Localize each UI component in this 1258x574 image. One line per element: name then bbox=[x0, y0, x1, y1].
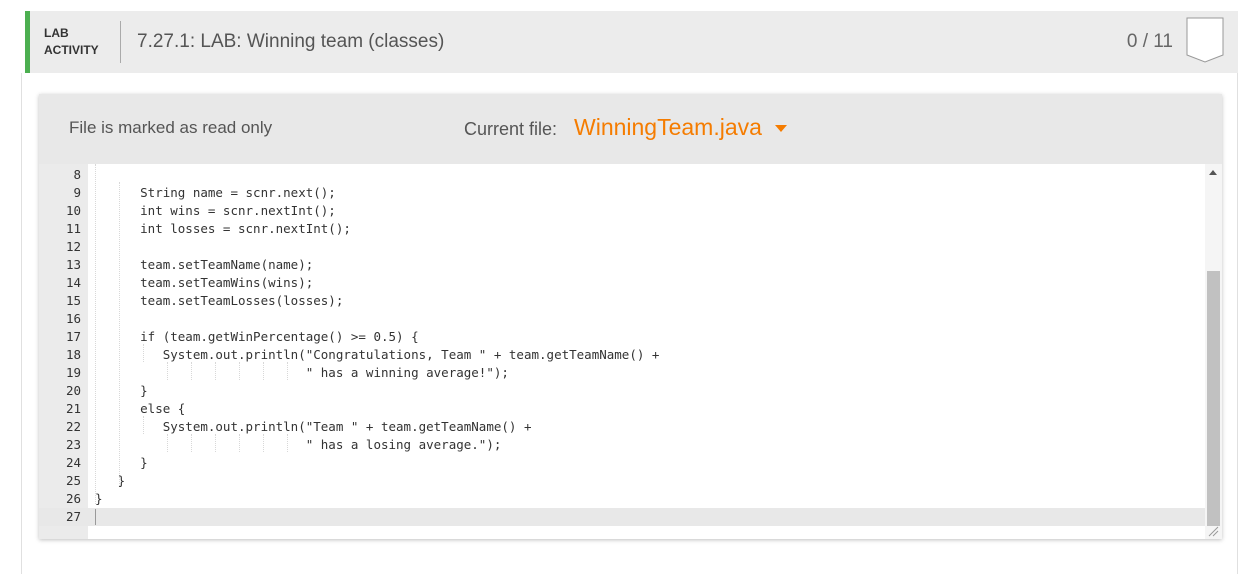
editor-toolbar: File is marked as read only Current file… bbox=[39, 94, 1222, 164]
chevron-down-icon[interactable] bbox=[775, 125, 787, 132]
indent-guide bbox=[287, 434, 288, 452]
indent-guide bbox=[263, 362, 264, 380]
line-number: 19 bbox=[65, 365, 81, 380]
code-text: team.setTeamName(name); bbox=[95, 257, 314, 272]
code-line[interactable]: 16 bbox=[39, 310, 1205, 328]
indent-guide bbox=[143, 416, 144, 434]
scroll-up-arrow-icon[interactable] bbox=[1209, 170, 1217, 175]
code-line[interactable]: 9 String name = scnr.next(); bbox=[39, 184, 1205, 202]
lab-activity-header: LAB ACTIVITY 7.27.1: LAB: Winning team (… bbox=[25, 11, 1238, 73]
code-line[interactable]: 20 } bbox=[39, 382, 1205, 400]
line-number: 15 bbox=[65, 293, 81, 308]
code-line[interactable]: 10 int wins = scnr.nextInt(); bbox=[39, 202, 1205, 220]
code-line[interactable]: 8 bbox=[39, 166, 1205, 184]
line-number: 21 bbox=[65, 401, 81, 416]
line-number: 16 bbox=[65, 311, 81, 326]
code-text: System.out.println("Team " + team.getTea… bbox=[95, 419, 532, 434]
indent-guide bbox=[167, 362, 168, 380]
code-line[interactable]: 21 else { bbox=[39, 400, 1205, 418]
indent-guide bbox=[239, 362, 240, 380]
code-line[interactable]: 27 bbox=[39, 508, 1205, 526]
line-number: 14 bbox=[65, 275, 81, 290]
line-number: 13 bbox=[65, 257, 81, 272]
lab-activity-label: LAB ACTIVITY bbox=[44, 25, 116, 59]
code-text: else { bbox=[95, 401, 186, 416]
line-number: 10 bbox=[65, 203, 81, 218]
indent-guide bbox=[119, 182, 120, 486]
line-number: 24 bbox=[65, 455, 81, 470]
scrollbar-thumb[interactable] bbox=[1207, 271, 1220, 526]
indent-guide bbox=[215, 434, 216, 452]
resize-handle-icon[interactable] bbox=[1207, 525, 1219, 537]
indent-guide bbox=[191, 362, 192, 380]
code-text: } bbox=[95, 491, 103, 506]
lab-label-line2: ACTIVITY bbox=[44, 43, 99, 57]
line-number: 12 bbox=[65, 239, 81, 254]
code-line[interactable]: 12 bbox=[39, 238, 1205, 256]
line-number-gutter bbox=[39, 164, 88, 539]
code-text: } bbox=[95, 383, 148, 398]
code-line[interactable]: 26} bbox=[39, 490, 1205, 508]
line-number: 27 bbox=[65, 509, 81, 524]
code-text: " has a losing average."); bbox=[95, 437, 502, 452]
code-line[interactable]: 19 " has a winning average!"); bbox=[39, 364, 1205, 382]
line-number: 25 bbox=[65, 473, 81, 488]
code-line[interactable]: 13 team.setTeamName(name); bbox=[39, 256, 1205, 274]
line-number: 20 bbox=[65, 383, 81, 398]
indent-guide bbox=[143, 344, 144, 362]
code-text: int losses = scnr.nextInt(); bbox=[95, 221, 351, 236]
code-line[interactable]: 23 " has a losing average."); bbox=[39, 436, 1205, 454]
current-file-dropdown[interactable]: WinningTeam.java bbox=[574, 114, 762, 140]
line-number: 18 bbox=[65, 347, 81, 362]
code-editor-panel: File is marked as read only Current file… bbox=[39, 94, 1222, 539]
vertical-scrollbar[interactable] bbox=[1205, 164, 1222, 539]
line-number: 8 bbox=[73, 167, 81, 182]
line-number: 11 bbox=[65, 221, 81, 236]
code-text: } bbox=[95, 455, 148, 470]
text-cursor bbox=[95, 509, 96, 525]
readonly-note: File is marked as read only bbox=[69, 118, 273, 137]
code-text: String name = scnr.next(); bbox=[95, 185, 336, 200]
code-line[interactable]: 25 } bbox=[39, 472, 1205, 490]
code-text: int wins = scnr.nextInt(); bbox=[95, 203, 336, 218]
indent-guide bbox=[239, 434, 240, 452]
code-line[interactable]: 24 } bbox=[39, 454, 1205, 472]
completion-badge-icon bbox=[1186, 17, 1224, 63]
indent-guide bbox=[287, 362, 288, 380]
indent-guide bbox=[167, 434, 168, 452]
code-text: " has a winning average!"); bbox=[95, 365, 509, 380]
code-line[interactable]: 22 System.out.println("Team " + team.get… bbox=[39, 418, 1205, 436]
code-text: } bbox=[95, 473, 126, 488]
current-file-label: Current file: bbox=[464, 119, 558, 139]
code-line[interactable]: 14 team.setTeamWins(wins); bbox=[39, 274, 1205, 292]
code-text: System.out.println("Congratulations, Tea… bbox=[95, 347, 660, 362]
code-text: team.setTeamLosses(losses); bbox=[95, 293, 344, 308]
indent-guide bbox=[95, 164, 96, 504]
line-number: 23 bbox=[65, 437, 81, 452]
indent-guide bbox=[263, 434, 264, 452]
line-number: 22 bbox=[65, 419, 81, 434]
code-line[interactable]: 11 int losses = scnr.nextInt(); bbox=[39, 220, 1205, 238]
lab-label-line1: LAB bbox=[44, 26, 69, 40]
indent-guide bbox=[215, 362, 216, 380]
code-text: if (team.getWinPercentage() >= 0.5) { bbox=[95, 329, 419, 344]
line-number: 9 bbox=[73, 185, 81, 200]
lab-title: 7.27.1: LAB: Winning team (classes) bbox=[137, 31, 445, 52]
code-line[interactable]: 17 if (team.getWinPercentage() >= 0.5) { bbox=[39, 328, 1205, 346]
indent-guide bbox=[191, 434, 192, 452]
code-line[interactable]: 15 team.setTeamLosses(losses); bbox=[39, 292, 1205, 310]
lab-body bbox=[21, 73, 1238, 574]
code-text: team.setTeamWins(wins); bbox=[95, 275, 314, 290]
code-line[interactable]: 18 System.out.println("Congratulations, … bbox=[39, 346, 1205, 364]
line-number: 26 bbox=[65, 491, 81, 506]
header-divider bbox=[120, 21, 121, 63]
line-number: 17 bbox=[65, 329, 81, 344]
lab-score: 0 / 11 bbox=[1126, 31, 1173, 52]
